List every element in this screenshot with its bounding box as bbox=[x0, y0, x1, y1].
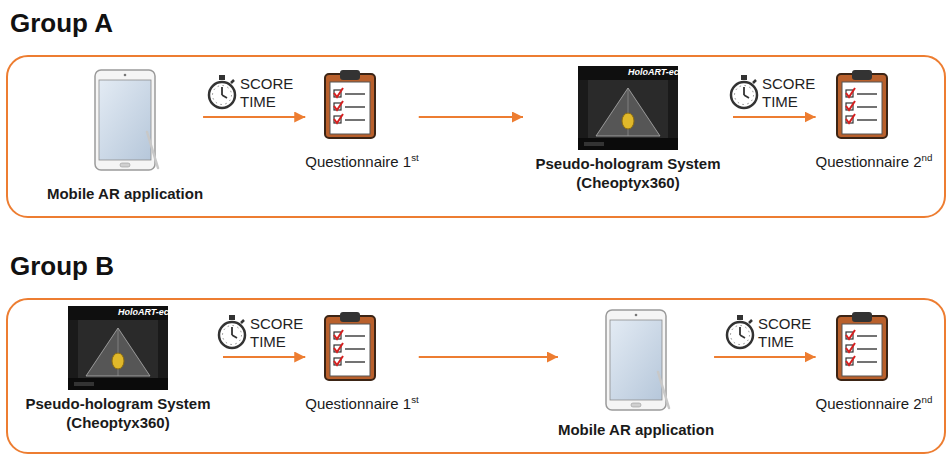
edge-label: SCORE TIME bbox=[758, 315, 811, 351]
edge-label: SCORE TIME bbox=[240, 75, 293, 111]
step-node: Pseudo-hologram System (Cheoptyx360) bbox=[13, 306, 223, 432]
stopwatch-icon bbox=[727, 315, 753, 348]
flow-arrow bbox=[203, 116, 305, 118]
flow-arrow bbox=[223, 356, 305, 358]
hologram-device bbox=[578, 66, 678, 150]
edge-label: SCORE TIME bbox=[762, 75, 815, 111]
step-label: Questionnaire 1st bbox=[305, 152, 419, 171]
stopwatch-icon bbox=[209, 75, 235, 108]
device-brand: HoloART-ec bbox=[118, 307, 169, 318]
step-node: Questionnaire 2nd bbox=[816, 68, 933, 171]
device-brand: HoloART-ec bbox=[628, 67, 679, 78]
questionnaire-icon bbox=[837, 70, 887, 138]
step-label: Questionnaire 2nd bbox=[816, 394, 933, 413]
group-heading: Group B bbox=[10, 250, 114, 282]
flow-arrow bbox=[714, 356, 816, 358]
step-node: Mobile AR application bbox=[558, 308, 714, 439]
tablet-icon bbox=[95, 70, 158, 170]
flow-arrow bbox=[733, 116, 816, 118]
tablet-icon bbox=[606, 310, 669, 410]
hologram-device bbox=[68, 306, 168, 390]
step-node: Questionnaire 2nd bbox=[816, 310, 933, 413]
step-label: Pseudo-hologram System (Cheoptyx360) bbox=[13, 394, 223, 432]
step-label: Mobile AR application bbox=[47, 184, 203, 203]
stopwatch-icon bbox=[219, 315, 245, 348]
step-label: Pseudo-hologram System (Cheoptyx360) bbox=[523, 154, 733, 192]
questionnaire-icon bbox=[837, 312, 887, 380]
flow-arrow bbox=[419, 116, 523, 118]
step-label: Questionnaire 2nd bbox=[816, 152, 933, 171]
flow-arrow bbox=[419, 356, 558, 358]
step-node: Questionnaire 1st bbox=[305, 310, 419, 413]
group-heading: Group A bbox=[10, 7, 113, 39]
step-node: Pseudo-hologram System (Cheoptyx360) bbox=[523, 66, 733, 192]
step-label: Mobile AR application bbox=[558, 420, 714, 439]
stopwatch-icon bbox=[731, 75, 757, 108]
questionnaire-icon bbox=[325, 70, 375, 138]
step-label: Questionnaire 1st bbox=[305, 394, 419, 413]
step-node: Mobile AR application bbox=[47, 68, 203, 203]
questionnaire-icon bbox=[325, 312, 375, 380]
edge-label: SCORE TIME bbox=[250, 315, 303, 351]
step-node: Questionnaire 1st bbox=[305, 68, 419, 171]
